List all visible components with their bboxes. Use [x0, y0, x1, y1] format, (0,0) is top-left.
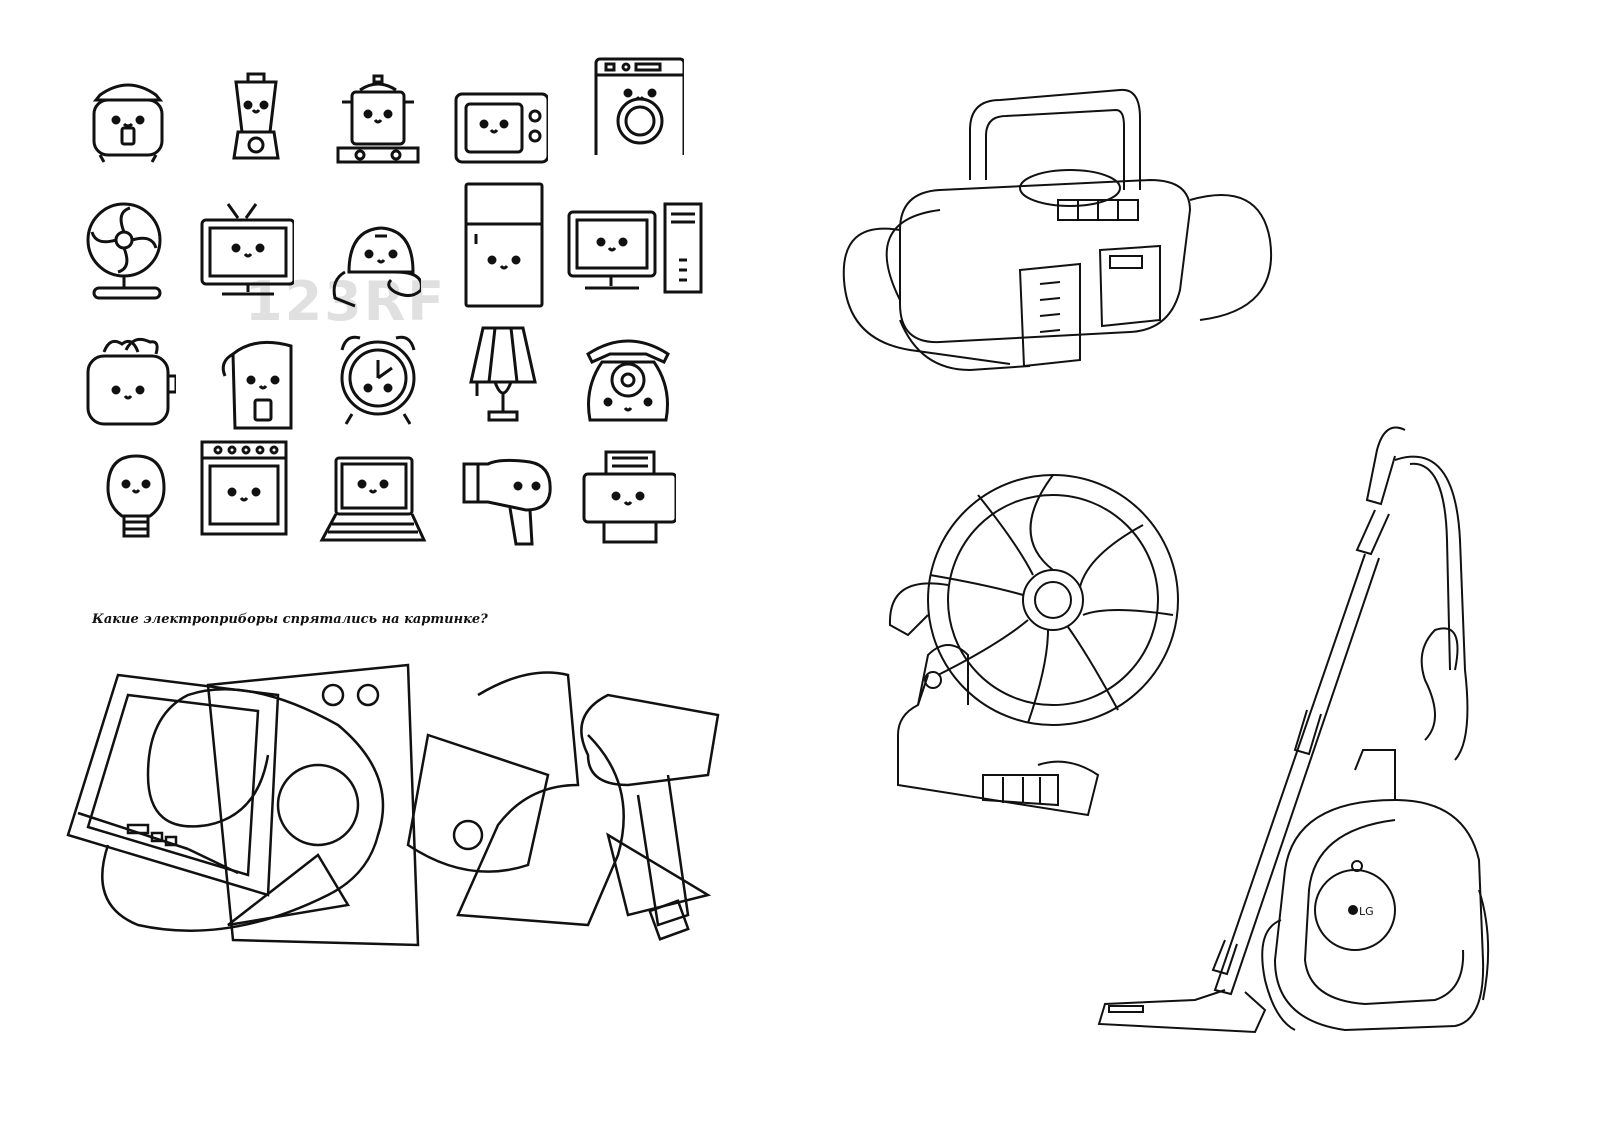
vacuum-handle [1367, 428, 1405, 505]
vacuum-hose-connector [1355, 750, 1395, 800]
toaster-icon [80, 332, 176, 432]
vacuum-hose-loop [1422, 628, 1458, 740]
vacuum-wand [1215, 554, 1379, 994]
boombox-drawing [840, 70, 1290, 390]
table-lamp-icon [455, 324, 551, 424]
fan-hub [1023, 570, 1083, 630]
boombox-left-speaker [844, 229, 1010, 364]
puzzle-washer-shape [208, 665, 418, 945]
washing-machine-icon [588, 55, 684, 155]
boombox-control-panel [1020, 264, 1080, 366]
blender-icon [208, 70, 304, 170]
rice-cooker-icon [80, 70, 176, 170]
oven-icon [198, 438, 294, 538]
printer-icon [580, 448, 676, 548]
puzzle-lamp-shade-shape [608, 835, 708, 915]
vacuum-body [1275, 800, 1483, 1030]
microwave-icon [452, 70, 548, 170]
alarm-clock-icon [330, 328, 426, 428]
appliance-icon-grid [80, 60, 720, 560]
boombox-body [900, 180, 1190, 342]
desktop-computer-icon [565, 200, 705, 300]
vacuum-floor-nozzle [1099, 990, 1265, 1032]
puzzle-question: Какие электроприборы спрятались на карти… [92, 612, 488, 627]
light-bulb-icon [88, 450, 184, 550]
vacuum-left-wheel [1262, 920, 1295, 1030]
puzzle-hose-shape [102, 689, 383, 930]
fan-base [898, 675, 1098, 815]
boombox-right-speaker [1190, 195, 1271, 320]
boombox-cd-lid [1020, 170, 1120, 206]
fan-buttons [983, 775, 1058, 805]
desk-fan-icon [80, 200, 176, 300]
pot-on-stove-icon [330, 70, 426, 170]
vacuum-brand-label: LG [1359, 905, 1374, 918]
puzzle-kettle-shape [408, 735, 548, 872]
fan-drawing [888, 455, 1188, 825]
fan-neck [890, 583, 948, 635]
water-heater-icon [215, 332, 311, 432]
puzzle-dryer-shape [581, 695, 718, 785]
hair-dryer-icon [460, 450, 556, 550]
boombox-handle [970, 90, 1140, 190]
overlapping-appliances-puzzle [48, 655, 748, 955]
puzzle-iron-shape [458, 673, 624, 926]
laptop-icon [318, 452, 428, 552]
vacuum-hose-upper [1395, 457, 1467, 760]
rotary-telephone-icon [580, 328, 676, 428]
vacuum-cleaner-drawing: LG [1095, 420, 1495, 1050]
vacuum-cleaner-icon [325, 210, 421, 310]
television-icon [198, 200, 294, 300]
refrigerator-icon [458, 180, 554, 280]
